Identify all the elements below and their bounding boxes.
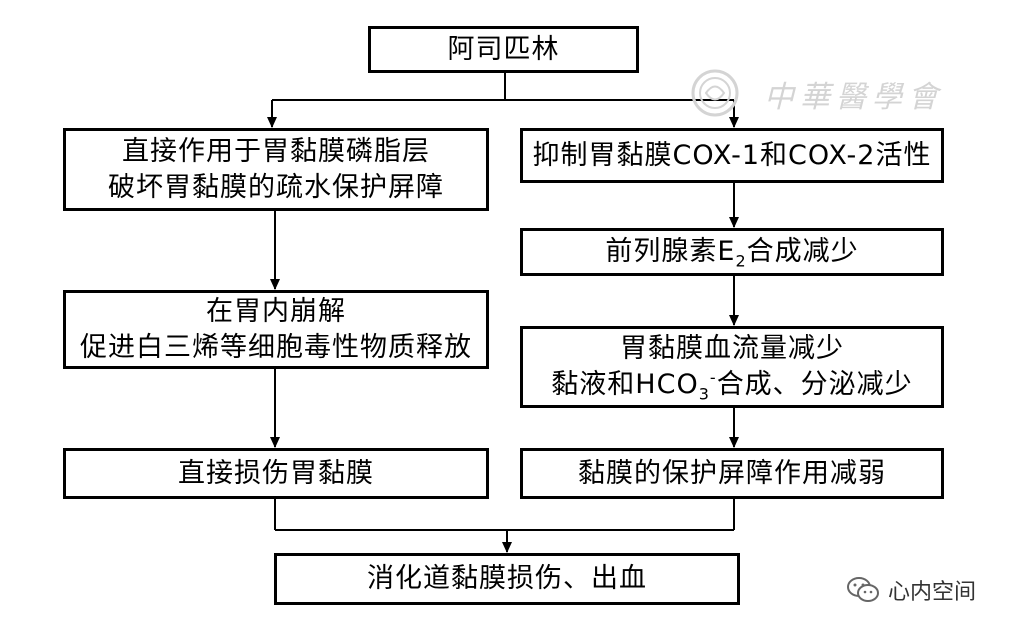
node-right1-label: 抑制胃黏膜COX-1和COX-2活性	[532, 139, 932, 171]
node-right3-line2: 黏液和HCO3-合成、分泌减少	[551, 367, 912, 403]
node-aspirin-label: 阿司匹林	[447, 33, 560, 65]
node-right3-pre: 黏液和HCO	[551, 369, 699, 400]
node-left2-line1: 在胃内崩解	[206, 295, 346, 327]
node-right4-label: 黏膜的保护屏障作用减弱	[578, 457, 886, 489]
wechat-icon	[847, 577, 879, 602]
node-left1-line1: 直接作用于胃黏膜磷脂层	[122, 135, 430, 167]
watermark-text: 中華醫學會	[764, 80, 944, 115]
node-aspirin: 阿司匹林	[368, 26, 639, 73]
wechat-account-label: 心内空间	[888, 580, 977, 605]
node-right3-sup: -	[709, 368, 717, 387]
node-right2-label: 前列腺素E2合成减少	[605, 234, 858, 270]
node-right4: 黏膜的保护屏障作用减弱	[520, 448, 944, 499]
node-right3-post: 合成、分泌减少	[716, 369, 913, 400]
node-right1: 抑制胃黏膜COX-1和COX-2活性	[520, 128, 944, 183]
node-right2-pre: 前列腺素E	[605, 236, 736, 267]
node-left3-label: 直接损伤胃黏膜	[178, 457, 374, 489]
node-right3-line1: 胃黏膜血流量减少	[620, 333, 844, 364]
node-right3: 胃黏膜血流量减少 黏液和HCO3-合成、分泌减少	[520, 326, 944, 408]
node-final-label: 消化道黏膜损伤、出血	[367, 563, 647, 594]
node-right2: 前列腺素E2合成减少	[520, 228, 944, 276]
wechat-account-badge: 心内空间	[846, 574, 976, 606]
node-left1-line2: 破坏胃黏膜的疏水保护屏障	[108, 171, 444, 203]
node-left2: 在胃内崩解 促进白三烯等细胞毒性物质释放	[63, 290, 489, 369]
node-final: 消化道黏膜损伤、出血	[274, 553, 740, 605]
node-left2-line2: 促进白三烯等细胞毒性物质释放	[80, 331, 472, 363]
node-left3: 直接损伤胃黏膜	[63, 448, 489, 499]
node-right2-sub: 2	[735, 251, 747, 271]
node-right2-post: 合成减少	[746, 236, 859, 267]
node-right3-sub: 3	[698, 384, 710, 404]
node-left1: 直接作用于胃黏膜磷脂层 破坏胃黏膜的疏水保护屏障	[63, 128, 489, 211]
watermark-seal-icon	[691, 69, 739, 117]
